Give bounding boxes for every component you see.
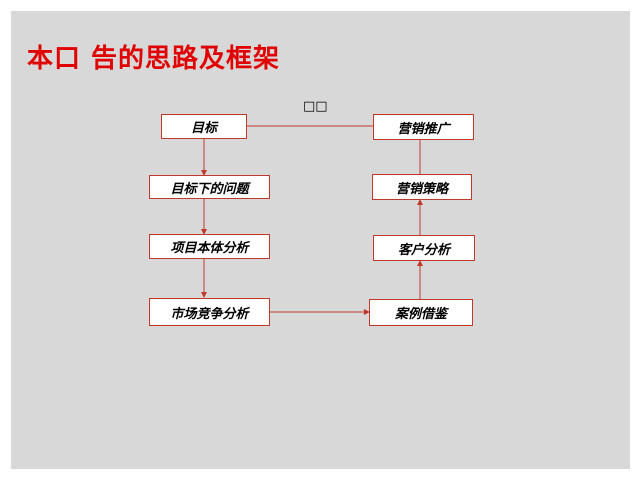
node-promotion: 营销推广 <box>373 114 474 140</box>
connector-label: □□ <box>303 99 328 114</box>
node-customer: 客户分析 <box>373 235 475 261</box>
node-strategy: 营销策略 <box>372 174 472 200</box>
node-case: 案例借鉴 <box>369 299 473 326</box>
node-project: 项目本体分析 <box>149 234 270 259</box>
node-market: 市场竞争分析 <box>149 298 270 326</box>
node-problem: 目标下的问题 <box>149 175 270 199</box>
node-goal: 目标 <box>161 114 247 139</box>
flow-connectors <box>201 125 423 315</box>
slide: 本口 告的思路及框架 □□ 目标 目标下的问题 项目本体分析 市场竞争分析 营销… <box>11 11 630 469</box>
slide-title: 本口 告的思路及框架 <box>27 44 281 74</box>
